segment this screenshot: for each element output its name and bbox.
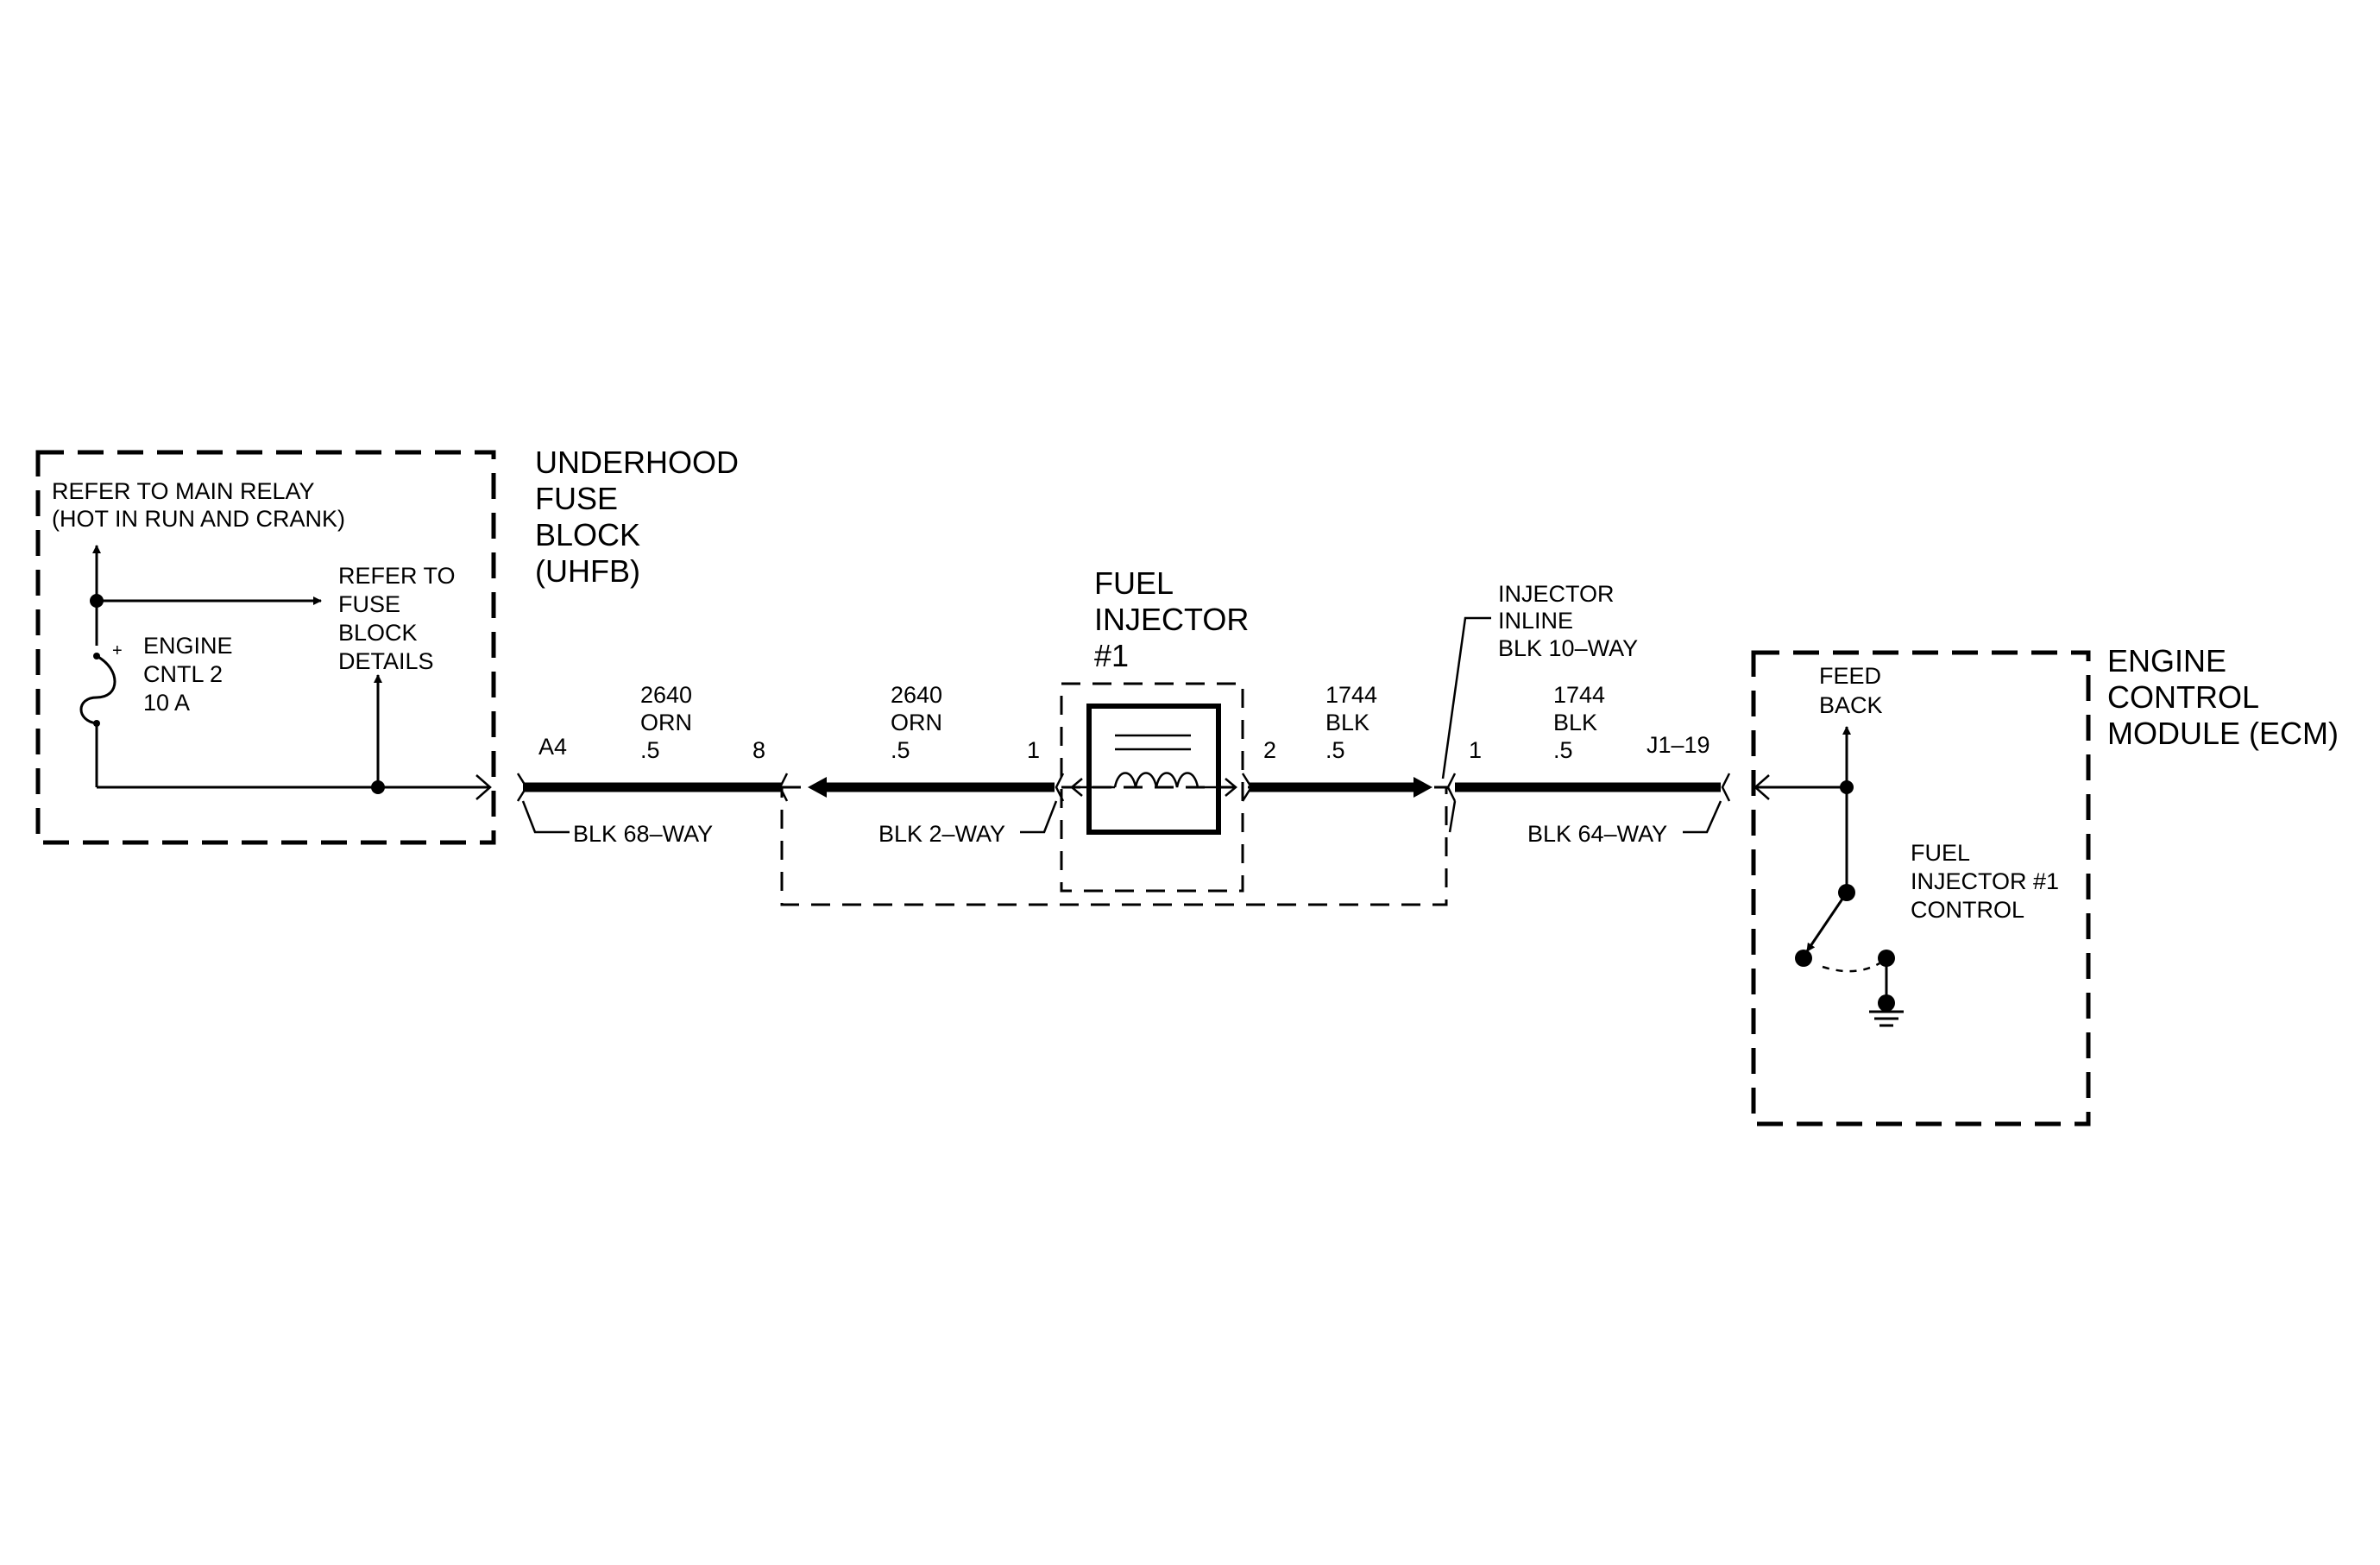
control-label-line-3: CONTROL <box>1911 897 2024 923</box>
connector-64way-icon <box>1721 773 1731 802</box>
pin-1-injector-in: 1 <box>1027 737 1040 763</box>
switch-contact-open <box>1795 950 1812 967</box>
wire-3-color: BLK <box>1325 710 1369 735</box>
connector-inline-arrow-icon <box>1414 777 1432 798</box>
connector-2way-label: BLK 2–WAY <box>878 821 1005 847</box>
refer-main-relay-line-1: REFER TO MAIN RELAY <box>52 478 315 504</box>
uhfb-title-line-3: BLOCK <box>535 517 640 552</box>
ecm-boundary <box>1751 650 2091 1126</box>
pin-a4: A4 <box>538 734 567 760</box>
ecm-title-line-3: MODULE (ECM) <box>2107 716 2339 751</box>
injector-title-line-3: #1 <box>1094 638 1129 673</box>
pin-2-injector-out: 2 <box>1263 737 1276 763</box>
uhfb-boundary <box>35 450 496 845</box>
injector-title-line-1: FUEL <box>1094 565 1174 601</box>
pin-j1-19: J1–19 <box>1646 732 1710 758</box>
connector-inline-right-icon <box>1446 773 1457 802</box>
control-label-line-1: FUEL <box>1911 840 1970 866</box>
fuse-polarity: + <box>112 641 123 660</box>
fuel-injector: FUEL INJECTOR #1 <box>1060 565 1249 893</box>
injector-connector-boundary <box>1060 682 1244 893</box>
harness-segment-2way: 2640 ORN .5 1 BLK 2–WAY <box>808 682 1065 847</box>
connector-68way-label: BLK 68–WAY <box>573 821 713 847</box>
wire-1-gauge: .5 <box>640 737 660 763</box>
underhood-fuse-block: UNDERHOOD FUSE BLOCK (UHFB) REFER TO MAI… <box>35 445 739 845</box>
wire-2-gauge: .5 <box>891 737 910 763</box>
injector-harness-boundary <box>780 786 1448 906</box>
inline-label-line-1: INJECTOR <box>1498 581 1615 607</box>
injector-inline-connector: INJECTOR INLINE BLK 10–WAY <box>1441 581 1638 802</box>
feed-back-line-2: BACK <box>1819 692 1883 718</box>
injector-body <box>1086 704 1221 835</box>
connector-68way-leader <box>521 800 570 834</box>
fuse-label-line-2: CNTL 2 <box>143 661 223 687</box>
ground-dot <box>1878 994 1895 1012</box>
injector-arrow-right-icon <box>1225 778 1237 797</box>
inline-label-line-3: BLK 10–WAY <box>1498 635 1638 661</box>
connector-2way-leader <box>1020 800 1058 834</box>
wire-1-color: ORN <box>640 710 692 735</box>
wire-3-gauge: .5 <box>1325 737 1345 763</box>
control-label-line-2: INJECTOR #1 <box>1911 868 2059 894</box>
wire-2-circuit: 2640 <box>891 682 942 708</box>
injector-title-line-2: INJECTOR <box>1094 602 1249 637</box>
wire-4-color: BLK <box>1553 710 1597 735</box>
refer-fuse-block-line-1: REFER TO <box>338 563 456 589</box>
refer-main-relay-line-2: (HOT IN RUN AND CRANK) <box>52 506 345 532</box>
connector-64way-leader-right <box>1683 800 1722 834</box>
ecm-title-line-2: CONTROL <box>2107 679 2259 715</box>
uhfb-title-line-1: UNDERHOOD <box>535 445 739 480</box>
switch-path <box>1822 962 1880 973</box>
inline-label-line-2: INLINE <box>1498 608 1573 634</box>
refer-fuse-block-line-4: DETAILS <box>338 648 434 674</box>
inline-leader <box>1441 616 1491 779</box>
connector-2way-arrow-icon <box>808 777 827 798</box>
wire-3-circuit: 1744 <box>1325 682 1377 708</box>
pin-8: 8 <box>752 737 765 763</box>
feed-back-line-1: FEED <box>1819 663 1881 689</box>
refer-fuse-block-line-3: BLOCK <box>338 620 418 646</box>
injector-coil-icon <box>1113 772 1199 788</box>
wire-2-color: ORN <box>891 710 942 735</box>
pin-1-inline: 1 <box>1469 737 1482 763</box>
connector-64way-leader-left <box>1448 800 1457 833</box>
harness-segment-injector-out: 2 1744 BLK .5 <box>1241 682 1432 802</box>
engine-control-module: ENGINE CONTROL MODULE (ECM) FEED BACK FU… <box>1751 643 2339 1126</box>
ecm-title-line-1: ENGINE <box>2107 643 2226 678</box>
ecm-input-arrow-icon <box>1754 774 1770 800</box>
connector-68way-right-icon <box>778 773 789 802</box>
fuse-label-line-3: 10 A <box>143 690 190 716</box>
uhfb-title-line-2: FUSE <box>535 481 618 516</box>
uhfb-output-arrow-icon <box>475 774 492 800</box>
wire-4-circuit: 1744 <box>1553 682 1605 708</box>
harness-segment-64way: 1 1744 BLK .5 J1–19 BLK 64–WAY <box>1448 682 1731 847</box>
fuse-icon <box>79 654 116 725</box>
switch-arm <box>1805 892 1848 952</box>
uhfb-title-line-4: (UHFB) <box>535 553 640 589</box>
connector-64way-label: BLK 64–WAY <box>1527 821 1667 847</box>
injector-arrow-left-icon <box>1070 778 1083 797</box>
connector-68way-left-icon <box>516 773 528 802</box>
fuse-label-line-1: ENGINE <box>143 633 233 659</box>
harness-segment-68way: A4 8 2640 ORN .5 BLK 68–WAY <box>516 682 789 847</box>
wire-4-gauge: .5 <box>1553 737 1573 763</box>
refer-fuse-block-line-2: FUSE <box>338 591 400 617</box>
wire-1-circuit: 2640 <box>640 682 692 708</box>
